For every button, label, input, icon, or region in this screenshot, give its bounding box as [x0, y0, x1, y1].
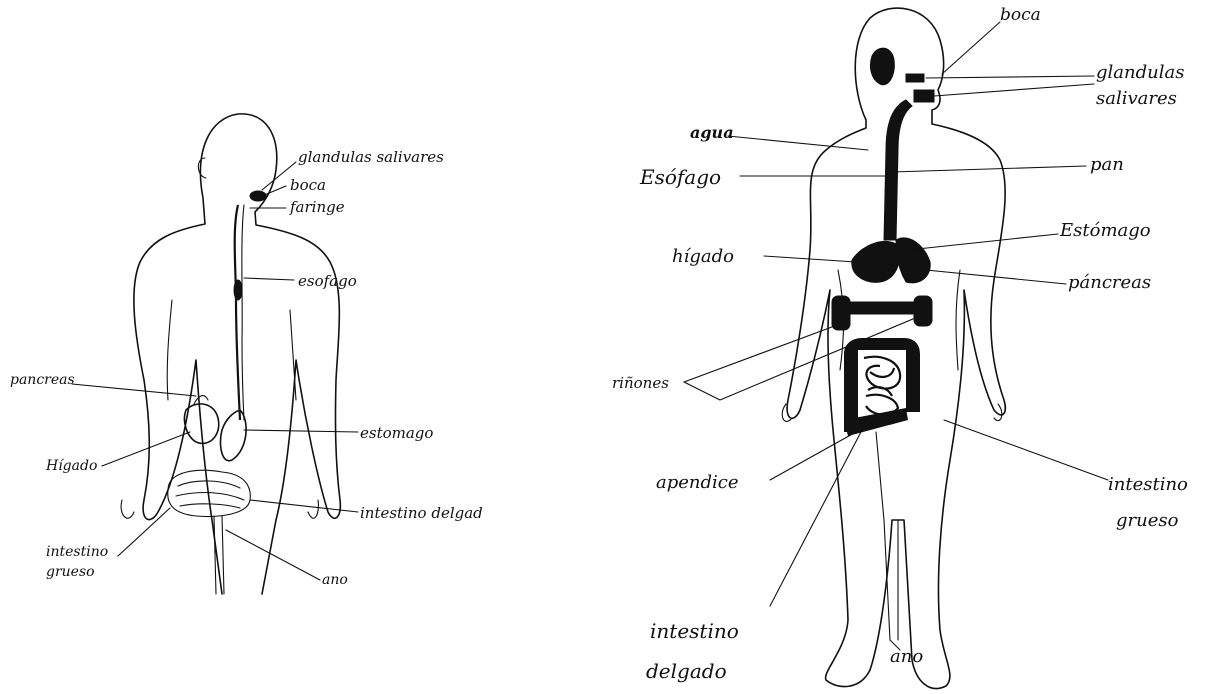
right-leader-glandulas-2: [934, 84, 1094, 96]
left-arm-line-2: [290, 310, 296, 400]
left-esophagus-2: [242, 205, 244, 420]
right-leader-agua: [728, 136, 868, 150]
right-label-glandulas-1: glandulas: [1096, 62, 1184, 83]
left-esophagus-bulge: [234, 280, 242, 300]
right-stomach: [896, 238, 930, 283]
left-label-ano: ano: [322, 572, 348, 588]
right-label-higado: hígado: [672, 246, 734, 267]
right-small-intestine: [864, 357, 900, 415]
right-kidney-right: [914, 296, 932, 326]
right-arm-line-2: [956, 270, 960, 370]
right-label-esofago: Esófago: [639, 165, 721, 189]
left-label-esofago: esofago: [298, 272, 357, 290]
right-leader-rinones-1: [684, 324, 840, 382]
left-leader-estomago: [244, 430, 358, 432]
right-label-agua: agua: [690, 123, 734, 142]
right-label-intestino-delgado-2: delgado: [646, 659, 727, 683]
right-label-rinones: riñones: [612, 374, 669, 392]
left-mouth-glands: [250, 191, 266, 201]
left-leader-esofago: [244, 278, 294, 280]
left-label-higado: Hígado: [45, 458, 97, 474]
right-label-ano: ano: [890, 646, 923, 667]
left-label-intestino-grueso-1: intestino: [46, 544, 108, 560]
right-label-intestino-grueso-1: intestino: [1108, 474, 1188, 495]
left-hand-1: [121, 500, 134, 518]
right-leader-pan: [892, 166, 1086, 172]
left-esophagus: [235, 205, 240, 420]
right-label-intestino-grueso-2: grueso: [1116, 510, 1179, 531]
right-label-boca: boca: [1000, 5, 1041, 25]
right-esophagus: [884, 100, 912, 240]
right-leader-estomago: [908, 234, 1058, 250]
left-leader-intestino-delgado: [250, 500, 358, 512]
left-label-faringe: faringe: [289, 198, 345, 216]
left-pancreas: [194, 396, 208, 404]
left-leader-pancreas: [72, 384, 196, 396]
right-leader-glandulas-1: [926, 76, 1094, 78]
left-ear: [198, 158, 206, 178]
left-arm-line-1: [167, 300, 172, 400]
left-label-boca: boca: [290, 176, 326, 194]
left-label-intestino-grueso-2: grueso: [46, 564, 95, 580]
right-figure: boca glandulas salivares agua Esófago pa…: [612, 5, 1188, 688]
right-leader-apendice: [770, 432, 856, 480]
right-leader-boca: [942, 22, 1000, 74]
right-kidney-left: [832, 296, 850, 330]
right-mouth: [906, 74, 924, 82]
left-label-estomago: estomago: [360, 424, 433, 442]
right-leader-intestino-delgado: [770, 430, 862, 606]
right-label-estomago: Estómago: [1059, 220, 1151, 241]
right-label-pan: pan: [1090, 154, 1124, 175]
right-label-intestino-delgado-1: intestino: [650, 619, 739, 643]
left-stomach: [220, 410, 246, 461]
left-figure: glandulas salivares boca faringe esofago…: [10, 114, 483, 594]
right-label-glandulas-2: salivares: [1096, 88, 1177, 109]
right-label-apendice: apendice: [656, 472, 739, 493]
left-rectum: [214, 516, 224, 594]
left-hand-2: [308, 500, 318, 518]
right-label-pancreas: páncreas: [1068, 272, 1151, 293]
right-liver: [852, 241, 899, 282]
right-head-blob: [870, 48, 894, 85]
left-label-glandulas-salivares: glandulas salivares: [298, 148, 444, 166]
right-leader-intestino-grueso: [944, 420, 1108, 480]
right-glands: [914, 90, 934, 102]
left-label-intestino-delgado: intestino delgad: [360, 504, 483, 522]
left-label-pancreas: pancreas: [10, 372, 75, 388]
